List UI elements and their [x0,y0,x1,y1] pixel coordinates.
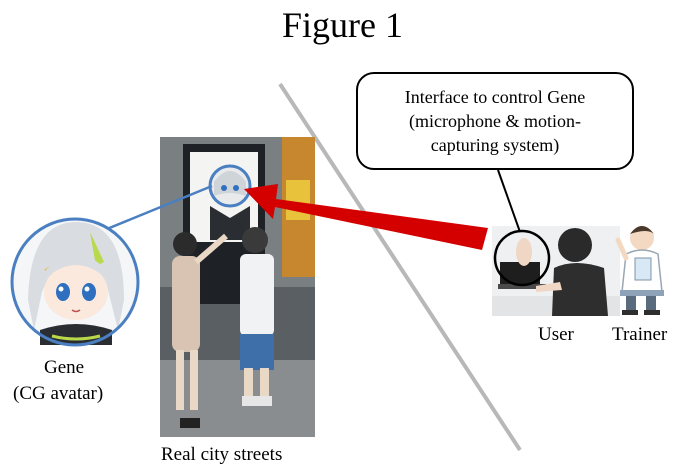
divider-line [278,82,522,452]
callout-line-3: capturing system) [430,135,560,155]
figure-title: Figure 1 [282,5,403,45]
interface-callout: Interface to control Gene (microphone & … [356,72,634,170]
gene-avatar-circle [10,217,140,347]
interface-highlight-circle [493,229,551,287]
user-label: User [538,324,574,345]
user-photo [492,226,620,316]
control-arrow [244,184,488,250]
gene-avatar-image [12,219,138,345]
trainer-label: Trainer [612,324,668,345]
street-photo [160,137,315,437]
gene-desc-label: (CG avatar) [13,383,104,404]
callout-pointer [497,169,521,233]
callout-line-1: Interface to control Gene [404,87,586,107]
trainer-illustration [615,226,664,315]
street-label: Real city streets [161,444,283,465]
gene-name-label: Gene [44,357,85,378]
callout-line-2: (microphone & motion- [409,111,581,131]
